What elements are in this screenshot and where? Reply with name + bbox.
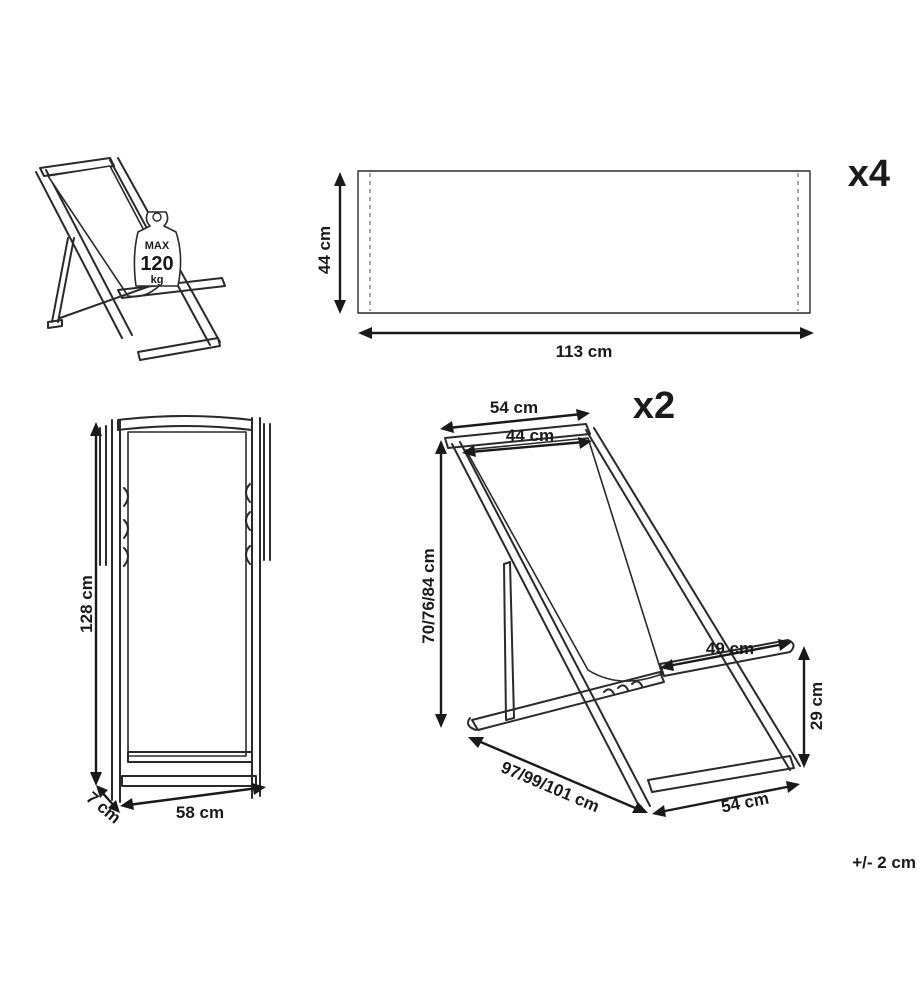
small-chair-illustration [35,157,226,361]
fabric-width-dimension [358,327,814,339]
fabric-height-label: 44 cm [315,226,334,274]
open-chair-illustration [444,423,801,809]
open-seat-height-dimension [798,646,810,768]
chair-quantity-label: x2 [633,385,675,427]
folded-height-label: 128 cm [77,575,96,633]
open-height-dimension [435,440,447,728]
open-top-outer-width-label: 54 cm [490,398,538,417]
folded-depth-dimension [96,785,120,813]
open-base-width-dimension [652,781,800,817]
open-base-width-label: 54 cm [719,789,770,817]
open-armrest-dimension [660,639,792,671]
tolerance-note: +/- 2 cm [852,853,916,872]
open-top-inner-width-dimension [462,437,592,457]
folded-width-dimension [120,783,266,810]
open-depth-dimension [468,737,648,813]
open-armrest-label: 49 cm [706,639,754,658]
folded-height-dimension [90,422,102,786]
weight-label-unit: kg [151,274,164,286]
folded-chair-illustration [99,415,271,803]
open-height-label: 70/76/84 cm [419,548,438,643]
weight-label-value: 120 [140,253,173,275]
open-top-inner-width-label: 44 cm [506,426,554,445]
open-top-outer-width-dimension [440,409,590,433]
open-seat-height-label: 29 cm [807,682,826,730]
fabric-panel [357,170,811,314]
fabric-quantity-label: x4 [848,153,890,195]
weight-icon: MAX 120 kg [133,211,182,287]
weight-label-max: MAX [145,240,170,252]
fabric-height-dimension [334,172,346,314]
folded-width-label: 58 cm [176,803,224,822]
fabric-width-label: 113 cm [556,342,613,361]
